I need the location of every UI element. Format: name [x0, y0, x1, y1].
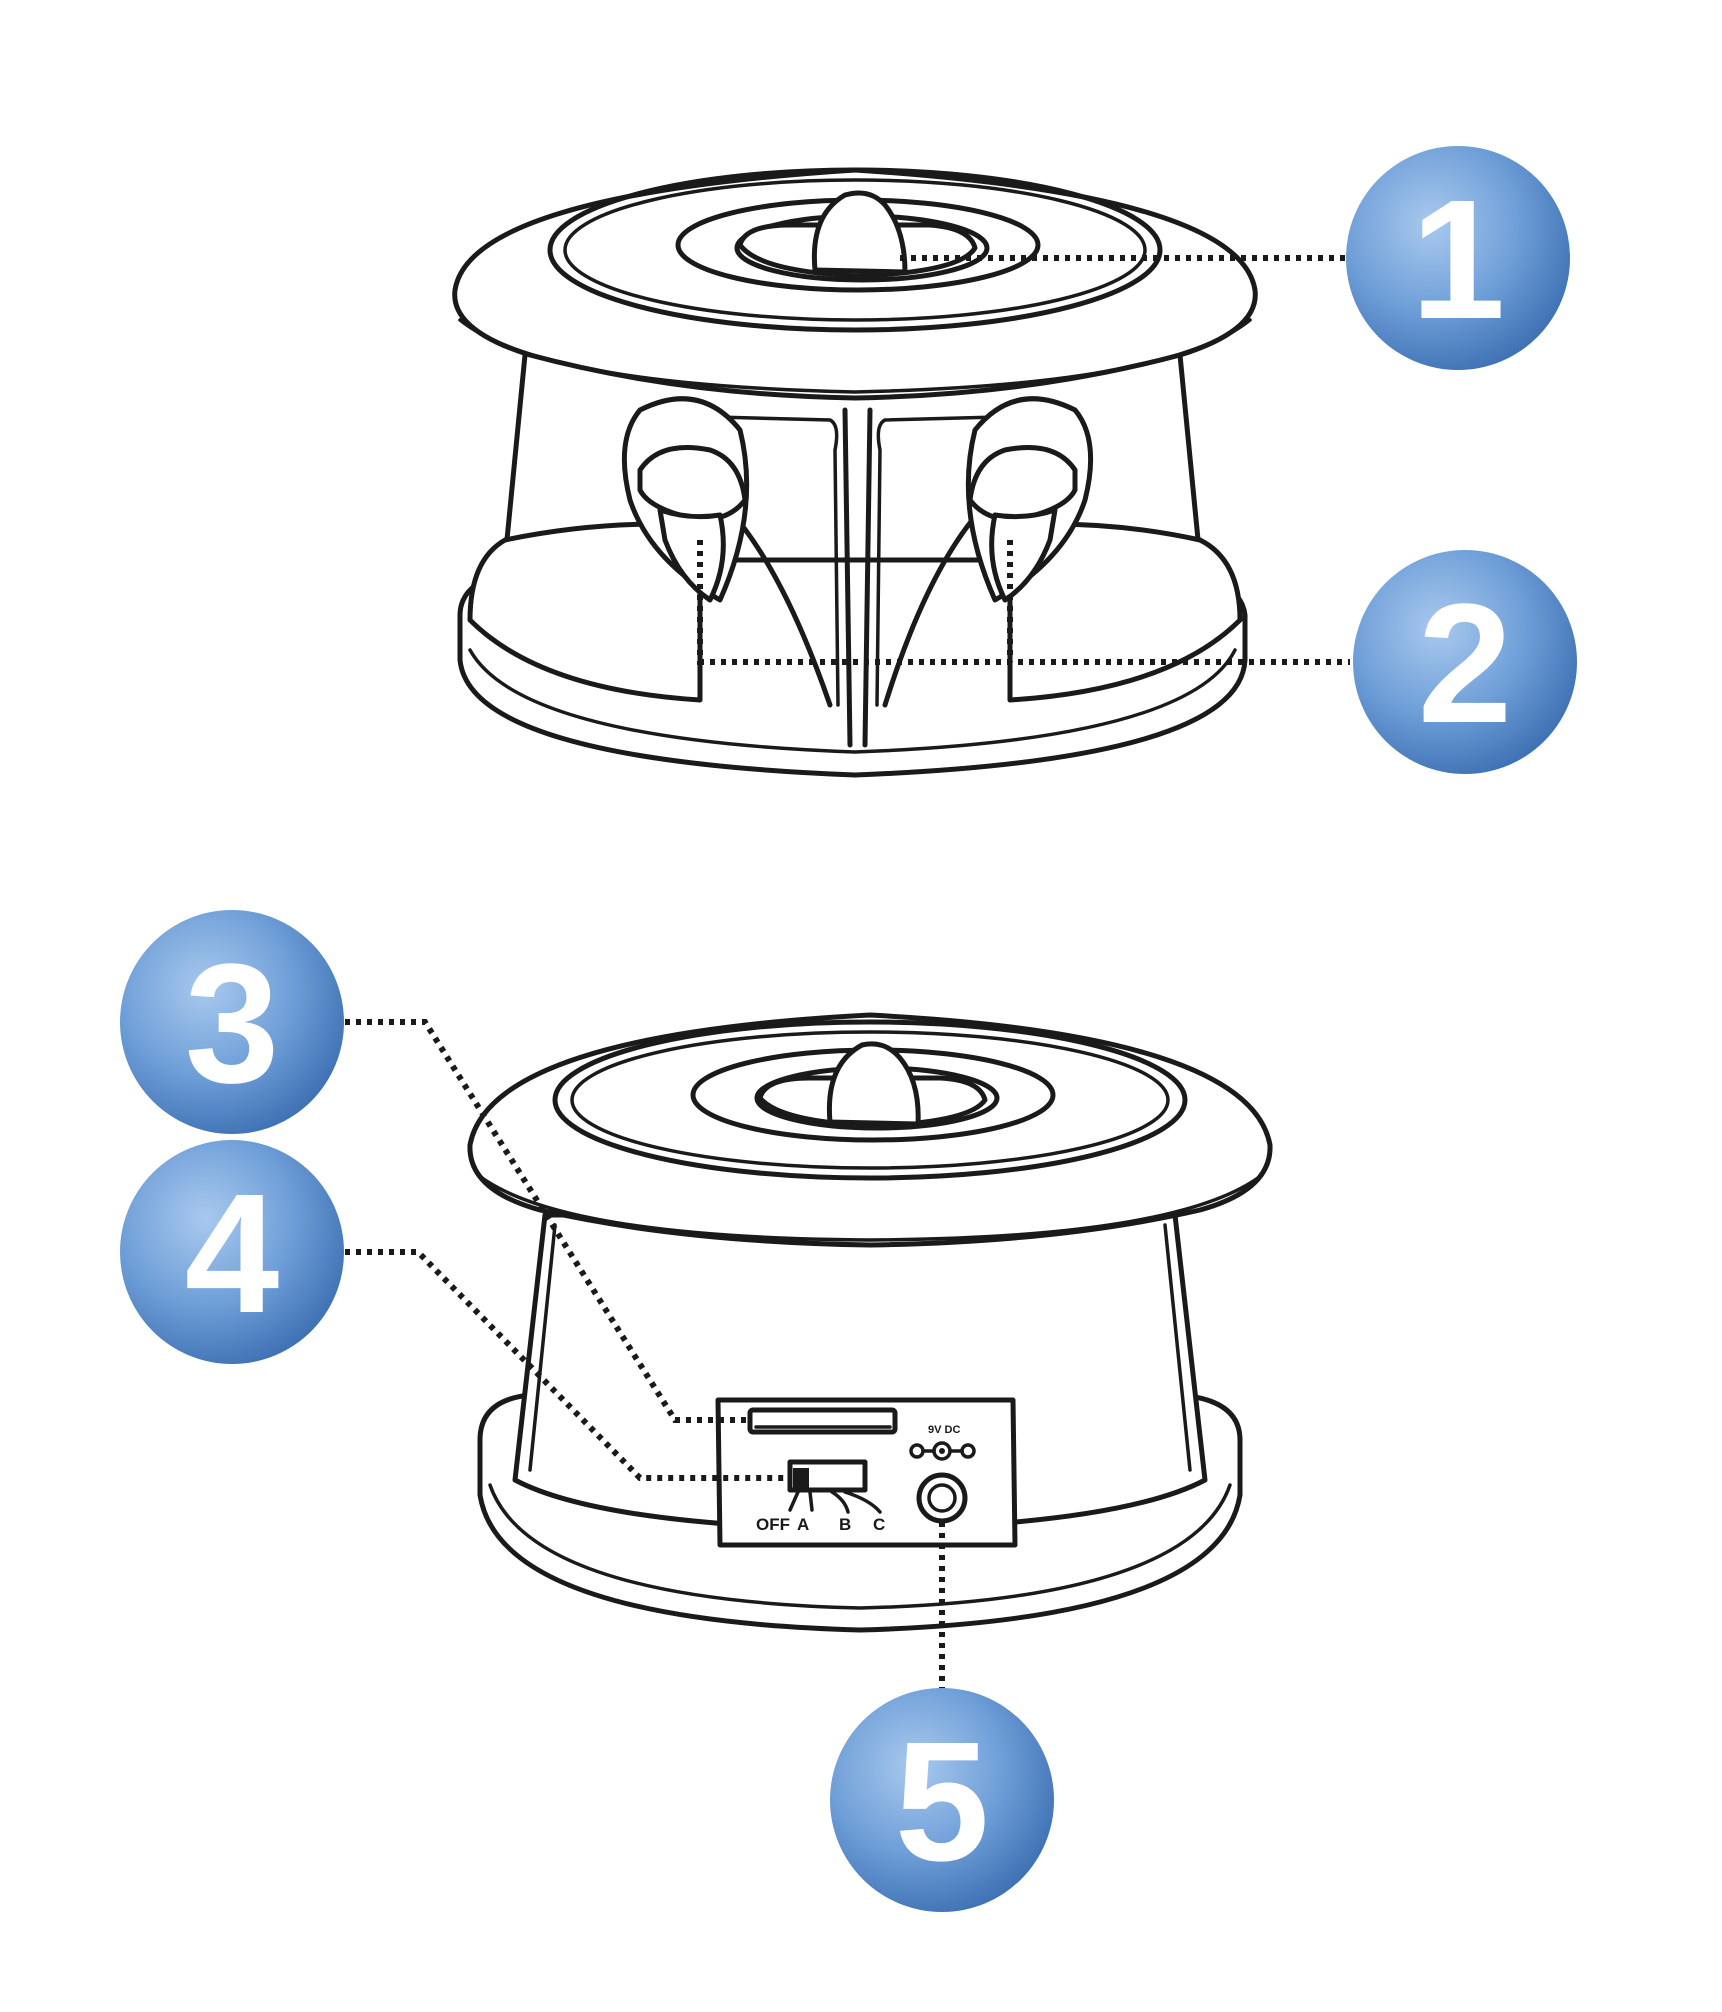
switch-label-a: A — [797, 1515, 809, 1534]
left-speaker — [621, 396, 750, 603]
rear-top-speaker — [757, 1041, 988, 1129]
leader-lines — [345, 255, 1350, 1700]
rear-control-panel: OFF A B C 9V DC — [715, 1397, 1018, 1548]
mode-switch[interactable]: OFF A B C — [756, 1459, 885, 1534]
callout-number-4: 4 — [185, 1159, 280, 1349]
callout-badge-1: 1 — [1346, 146, 1570, 370]
device-front-view — [452, 167, 1258, 778]
switch-label-off: OFF — [756, 1515, 790, 1534]
power-rating-label: 9V DC — [928, 1424, 960, 1436]
callout-number-5: 5 — [895, 1707, 990, 1897]
callout-badge-3: 3 — [120, 910, 344, 1134]
callout-badge-5: 5 — [830, 1688, 1054, 1912]
dc-power-jack[interactable] — [916, 1472, 968, 1524]
callout-number-3: 3 — [185, 929, 280, 1119]
callout-number-2: 2 — [1418, 569, 1513, 759]
switch-label-c: C — [873, 1515, 885, 1534]
switch-label-b: B — [839, 1515, 851, 1534]
top-speaker — [737, 190, 978, 279]
device-rear-view: OFF A B C 9V DC — [467, 1012, 1273, 1633]
callout-badge-4: 4 — [120, 1140, 344, 1364]
callout-badge-2: 2 — [1353, 550, 1577, 774]
callout-number-1: 1 — [1411, 165, 1506, 355]
polarity-symbol — [909, 1441, 976, 1461]
